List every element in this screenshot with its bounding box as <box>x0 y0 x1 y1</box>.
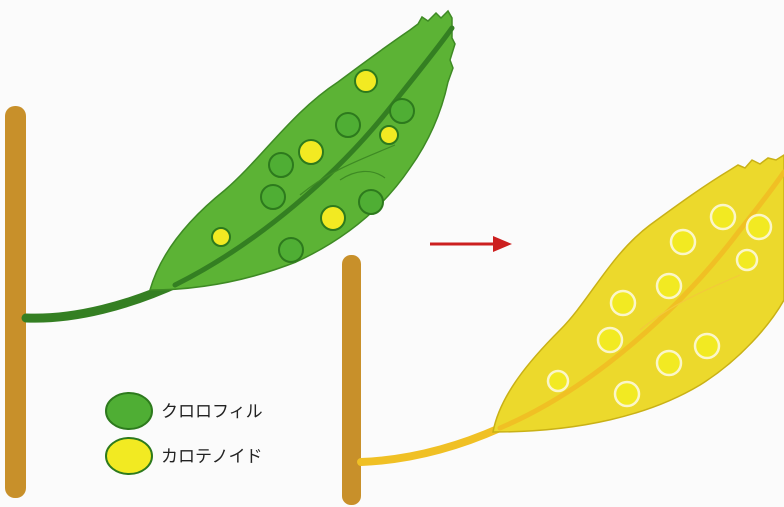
left-branch <box>5 106 26 498</box>
yellow-leaf <box>361 155 784 462</box>
legend-swatch-chlorophyll <box>106 393 152 429</box>
chlorophyll-dot <box>359 190 383 214</box>
carotenoid-dot <box>598 328 622 352</box>
chlorophyll-dot <box>261 185 285 209</box>
carotenoid-dot <box>747 215 771 239</box>
carotenoid-dot <box>695 334 719 358</box>
carotenoid-dot <box>355 70 377 92</box>
yellow-leaf-stem <box>361 428 500 462</box>
carotenoid-dot <box>212 228 230 246</box>
chlorophyll-dot <box>269 153 293 177</box>
chlorophyll-dot <box>279 238 303 262</box>
legend-swatch-carotenoid <box>106 438 152 474</box>
carotenoid-dot <box>657 351 681 375</box>
carotenoid-dot <box>671 230 695 254</box>
legend-label-chlorophyll: クロロフィル <box>161 402 263 422</box>
carotenoid-dot <box>615 382 639 406</box>
carotenoid-dot <box>321 206 345 230</box>
carotenoid-dot <box>711 205 735 229</box>
right-branch <box>342 255 361 505</box>
carotenoid-dot <box>548 371 568 391</box>
carotenoid-dot <box>299 140 323 164</box>
chlorophyll-dot <box>336 113 360 137</box>
green-leaf <box>26 11 455 318</box>
legend-label-carotenoid: カロテノイド <box>161 447 263 467</box>
carotenoid-dot <box>380 126 398 144</box>
carotenoid-dot <box>737 250 757 270</box>
carotenoid-dot <box>657 274 681 298</box>
carotenoid-dot <box>611 291 635 315</box>
right-arrow-icon <box>430 236 512 252</box>
chlorophyll-dot <box>390 99 414 123</box>
legend: クロロフィル カロテノイド <box>106 393 263 474</box>
